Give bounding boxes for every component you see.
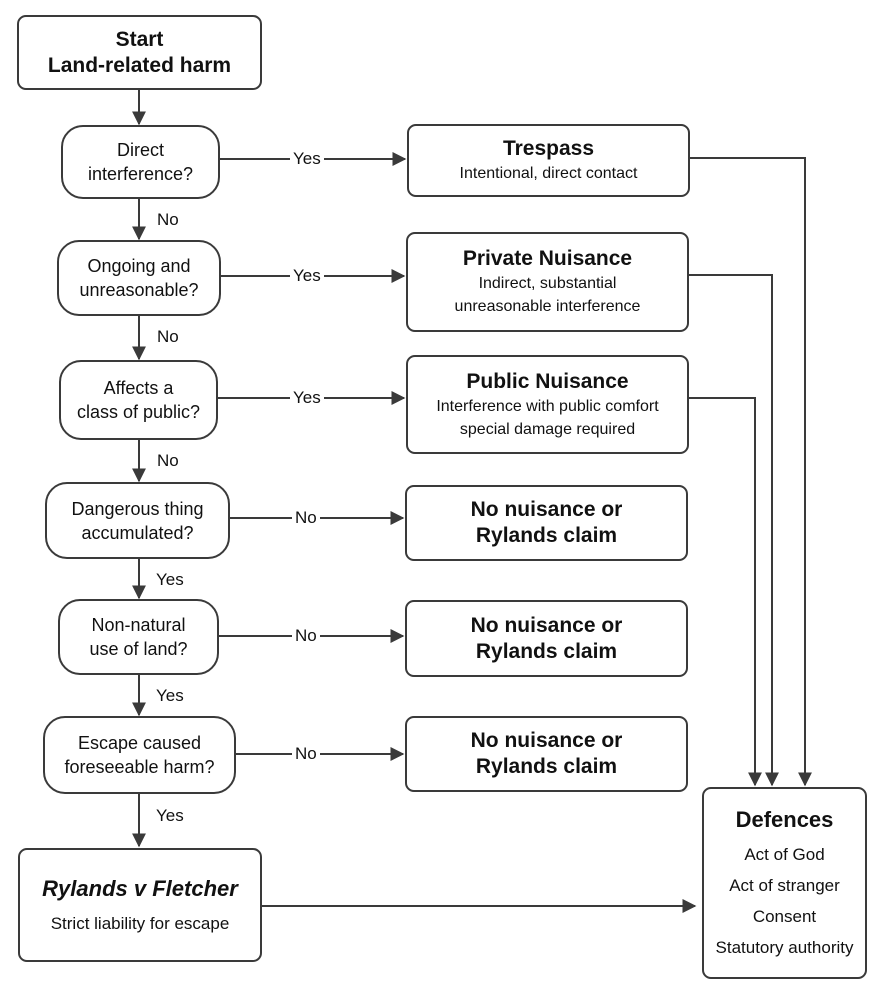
label-yes-d6-down: Yes xyxy=(153,806,187,826)
decision-text: Ongoing and xyxy=(87,256,191,276)
public-nuisance-desc: special damage required xyxy=(459,420,636,438)
label-no-d6: No xyxy=(292,744,320,764)
no-claim-text: Rylands claim xyxy=(475,755,618,778)
outcome-trespass: Trespass Intentional, direct contact xyxy=(407,124,690,197)
no-claim-text: Rylands claim xyxy=(475,524,618,547)
no-claim-text: Rylands claim xyxy=(475,639,618,663)
outcome-public-nuisance: Public Nuisance Interference with public… xyxy=(406,355,689,454)
label-yes-d5-down: Yes xyxy=(153,686,187,706)
label-no-d1-down: No xyxy=(154,210,182,230)
decision-ongoing-unreasonable: Ongoing and unreasonable? xyxy=(57,240,221,316)
decision-escape-foreseeable: Escape caused foreseeable harm? xyxy=(43,716,236,794)
start-node: Start Land-related harm xyxy=(17,15,262,90)
defences-title: Defences xyxy=(735,807,834,832)
arrow-trespass-to-defences xyxy=(690,157,812,787)
no-claim-text: No nuisance or xyxy=(470,729,623,752)
decision-text: use of land? xyxy=(89,639,188,659)
decision-text: Non-natural xyxy=(91,615,186,635)
private-nuisance-desc: Indirect, substantial xyxy=(478,275,617,292)
label-yes-d3: Yes xyxy=(290,388,324,408)
outcome-private-nuisance: Private Nuisance Indirect, substantial u… xyxy=(406,232,689,332)
decision-text: Dangerous thing xyxy=(71,498,204,519)
decision-class-of-public: Affects a class of public? xyxy=(59,360,218,440)
label-no-d4: No xyxy=(292,508,320,528)
defence-item: Statutory authority xyxy=(715,938,854,957)
label-yes-d1: Yes xyxy=(290,149,324,169)
decision-direct-interference: Direct interference? xyxy=(61,125,220,199)
decision-text: foreseeable harm? xyxy=(64,757,215,777)
outcome-no-claim-3: No nuisance or Rylands claim xyxy=(405,716,688,792)
rylands-desc: Strict liability for escape xyxy=(50,913,230,933)
defence-item: Act of God xyxy=(744,845,825,864)
decision-non-natural-use: Non-natural use of land? xyxy=(58,599,219,675)
defence-item: Consent xyxy=(752,907,817,926)
start-subtitle: Land-related harm xyxy=(47,53,232,77)
public-nuisance-desc: Interference with public comfort xyxy=(436,397,659,415)
private-nuisance-desc: unreasonable interference xyxy=(454,298,641,315)
decision-dangerous-thing: Dangerous thing accumulated? xyxy=(45,482,230,559)
outcome-no-claim-2: No nuisance or Rylands claim xyxy=(405,600,688,677)
decision-text: Direct xyxy=(116,140,164,160)
start-title: Start xyxy=(115,27,164,51)
decision-text: interference? xyxy=(87,164,194,184)
label-no-d3-down: No xyxy=(154,451,182,471)
defence-item: Act of stranger xyxy=(729,876,840,895)
outcome-no-claim-1: No nuisance or Rylands claim xyxy=(405,485,688,561)
private-nuisance-title: Private Nuisance xyxy=(462,247,633,270)
trespass-title: Trespass xyxy=(502,137,595,160)
decision-text: Affects a xyxy=(103,378,174,398)
decision-text: unreasonable? xyxy=(79,280,199,300)
arrow-public-to-defences xyxy=(689,397,762,787)
label-yes-d2: Yes xyxy=(290,266,324,286)
label-no-d2-down: No xyxy=(154,327,182,347)
trespass-desc: Intentional, direct contact xyxy=(459,165,638,182)
decision-text: class of public? xyxy=(76,402,201,422)
defences-box: Defences Act of God Act of stranger Cons… xyxy=(702,787,867,979)
label-no-d5: No xyxy=(292,626,320,646)
outcome-rylands-v-fletcher: Rylands v Fletcher Strict liability for … xyxy=(18,848,262,962)
no-claim-text: No nuisance or xyxy=(470,613,623,637)
no-claim-text: No nuisance or xyxy=(470,498,623,521)
decision-text: accumulated? xyxy=(81,522,194,543)
public-nuisance-title: Public Nuisance xyxy=(466,369,629,393)
arrow-private-to-defences xyxy=(689,274,779,787)
rylands-title: Rylands v Fletcher xyxy=(42,875,238,901)
label-yes-d4-down: Yes xyxy=(153,570,187,590)
decision-text: Escape caused xyxy=(77,733,202,753)
